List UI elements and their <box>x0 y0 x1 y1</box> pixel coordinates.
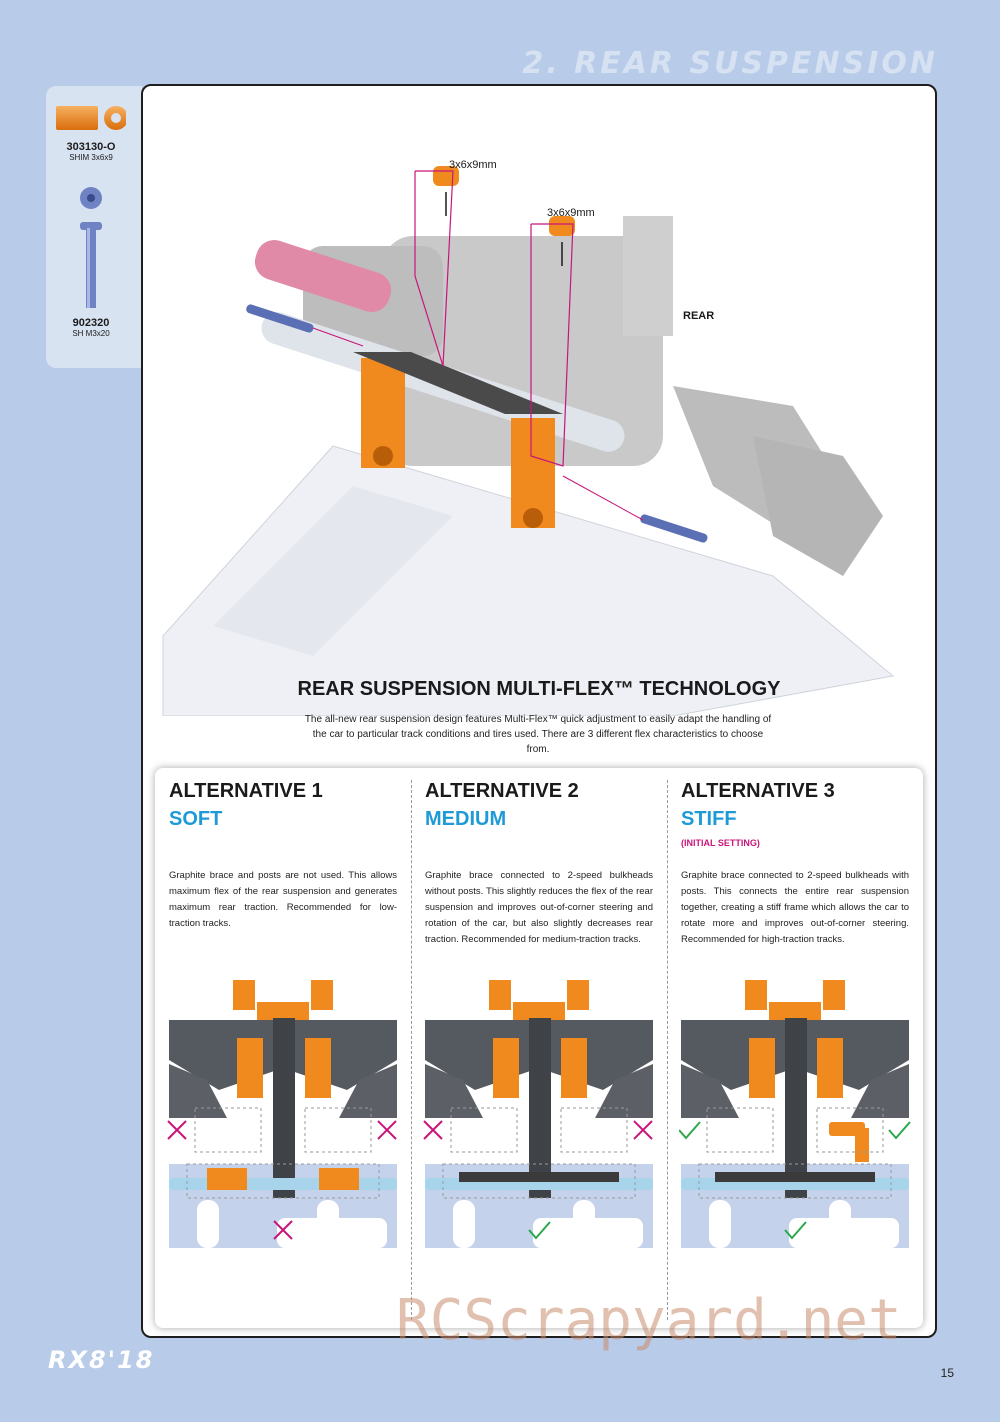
rear-shaft <box>169 1178 397 1190</box>
page-number: 15 <box>940 1366 954 1380</box>
right-cross-icon <box>633 1120 653 1140</box>
initial-setting-note: (INITIAL SETTING) <box>681 838 760 848</box>
right-check-icon <box>888 1121 911 1140</box>
chassis-slot <box>453 1200 475 1248</box>
bulkhead-top <box>233 980 255 1010</box>
bulkhead-right <box>305 1038 331 1098</box>
suspension-arm <box>339 1064 397 1118</box>
part-screw: 902320 SH M3x20 <box>56 186 126 338</box>
highlight-left <box>194 1107 262 1153</box>
alternative-diagram <box>679 980 911 1248</box>
part-number: 902320 <box>72 317 110 329</box>
callout-label: 3x6x9mm <box>547 207 595 219</box>
alternative-title: ALTERNATIVE 2 <box>425 780 579 802</box>
alternative-1: ALTERNATIVE 1 SOFT Graphite brace and po… <box>155 768 410 1328</box>
flex-label: SOFT <box>169 808 223 830</box>
bottom-check-icon <box>528 1221 551 1240</box>
bulkhead-top <box>513 1002 565 1020</box>
instruction-panel: 3x6x9mm 3x6x9mm REAR REAR SUSPENSION MUL… <box>141 84 937 1338</box>
section-heading: REAR SUSPENSION MULTI-FLEX™ TECHNOLOGY <box>297 678 781 700</box>
highlight-right <box>304 1107 372 1153</box>
suspension-arm <box>595 1064 653 1118</box>
bulkhead-top <box>745 980 767 1010</box>
bulkhead-mount <box>319 1168 359 1190</box>
right-cross-icon <box>377 1120 397 1140</box>
alternatives-box: ALTERNATIVE 1 SOFT Graphite brace and po… <box>155 768 923 1328</box>
bulkhead-top <box>311 980 333 1010</box>
bottom-cross-icon <box>273 1220 293 1240</box>
left-cross-icon <box>423 1120 443 1140</box>
left-check-icon <box>679 1121 701 1140</box>
suspension-arm <box>425 1064 483 1118</box>
rear-suspension-diagram: 3x6x9mm 3x6x9mm REAR <box>162 159 895 716</box>
callout-label: 3x6x9mm <box>449 159 497 171</box>
bulkhead-left <box>749 1038 775 1098</box>
alternative-diagram <box>167 980 397 1248</box>
chassis-slot <box>533 1218 643 1248</box>
intro-text: The all-new rear suspension design featu… <box>304 714 772 755</box>
highlight-left <box>450 1107 518 1153</box>
flex-label: STIFF <box>681 808 737 830</box>
flex-label: MEDIUM <box>425 808 507 830</box>
divider <box>411 780 412 1320</box>
graphite-brace <box>715 1172 875 1182</box>
center-spine <box>529 1018 551 1198</box>
chassis-slot <box>277 1218 387 1248</box>
bulkhead-top <box>769 1002 821 1020</box>
bulkhead-top <box>489 980 511 1010</box>
alternative-description: Graphite brace and posts are not used. T… <box>169 870 397 929</box>
chassis-slot <box>197 1200 219 1248</box>
alternative-description: Graphite brace connected to 2-speed bulk… <box>681 870 909 945</box>
center-spine <box>785 1018 807 1198</box>
suspension-arm <box>681 1064 739 1118</box>
chassis-slot <box>789 1218 899 1248</box>
brace-post <box>855 1128 869 1162</box>
alternative-3: ALTERNATIVE 3 STIFF (INITIAL SETTING) Gr… <box>667 768 922 1328</box>
graphite-brace <box>459 1172 619 1182</box>
suspension-arm <box>851 1064 909 1118</box>
part-description: SH M3x20 <box>72 329 110 338</box>
bulkhead-top <box>567 980 589 1010</box>
highlight-bottom <box>186 1163 380 1199</box>
center-spine <box>273 1018 295 1198</box>
shim-right <box>549 216 575 236</box>
bulkhead-right <box>817 1038 843 1098</box>
bulkhead-mount <box>207 1168 247 1190</box>
highlight-left <box>706 1107 774 1153</box>
divider <box>667 780 668 1320</box>
suspension-arm <box>169 1064 227 1118</box>
alternative-description: Graphite brace connected to 2-speed bulk… <box>425 870 653 945</box>
alternative-title: ALTERNATIVE 1 <box>169 780 323 802</box>
highlight-bottom <box>698 1163 892 1199</box>
left-cross-icon <box>167 1120 187 1140</box>
shim-icon <box>56 106 128 130</box>
screw-icon <box>80 187 102 308</box>
highlight-bottom <box>442 1163 636 1199</box>
bottom-check-icon <box>784 1221 807 1240</box>
highlight-right <box>816 1107 884 1153</box>
parts-panel: 303130-O SHIM 3x6x9 902320 SH M3x20 <box>46 86 142 368</box>
bulkhead-top <box>823 980 845 1010</box>
chassis-slot <box>709 1200 731 1248</box>
part-number: 303130-O <box>66 141 116 153</box>
bulkhead-right <box>561 1038 587 1098</box>
direction-label: REAR <box>683 310 714 322</box>
alternative-2: ALTERNATIVE 2 MEDIUM Graphite brace conn… <box>411 768 666 1328</box>
rx8-logo: RX8'18 <box>48 1346 155 1374</box>
highlight-right <box>560 1107 628 1153</box>
part-shim: 303130-O SHIM 3x6x9 <box>56 100 128 162</box>
alternative-title: ALTERNATIVE 3 <box>681 780 835 802</box>
section-title: 2. REAR SUSPENSION <box>522 46 938 81</box>
watermark: RCScrapyard.net <box>396 1288 902 1353</box>
bulkhead-left <box>237 1038 263 1098</box>
bulkhead-top <box>257 1002 309 1020</box>
bulkhead-left <box>493 1038 519 1098</box>
part-description: SHIM 3x6x9 <box>69 153 113 162</box>
alternative-diagram <box>423 980 653 1248</box>
